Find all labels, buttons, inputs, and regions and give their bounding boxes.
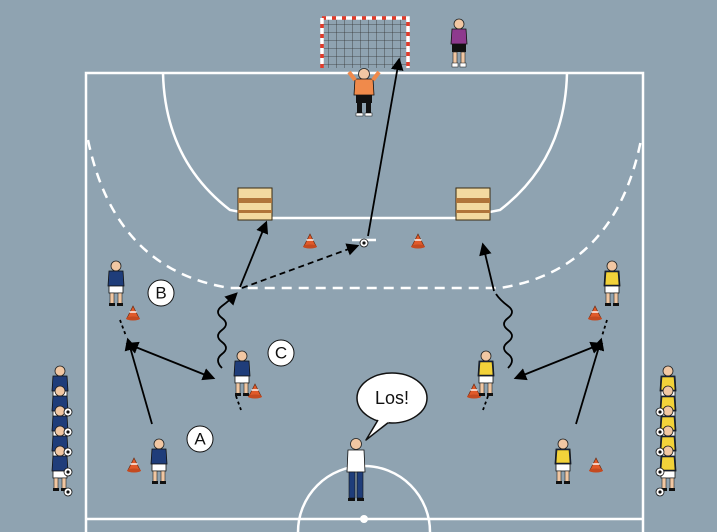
speech-text: Los! — [375, 388, 409, 408]
speech-bubble: Los! — [356, 372, 428, 441]
drill-arrows — [119, 57, 608, 425]
box-left — [237, 187, 273, 221]
free-throw-line — [86, 139, 643, 290]
label-b: B — [147, 279, 175, 307]
goal — [320, 16, 410, 68]
label-a-text: A — [194, 430, 206, 449]
waiting-goalkeeper — [450, 18, 468, 68]
goalkeeper — [347, 68, 381, 117]
ball-icon — [359, 238, 369, 248]
coach — [346, 438, 366, 501]
label-a: A — [186, 425, 214, 453]
label-b-text: B — [155, 284, 166, 303]
goal-area-line — [161, 72, 569, 220]
center-spot — [360, 515, 368, 523]
label-c: C — [267, 339, 295, 367]
label-c-text: C — [275, 344, 287, 363]
box-right — [455, 187, 491, 221]
